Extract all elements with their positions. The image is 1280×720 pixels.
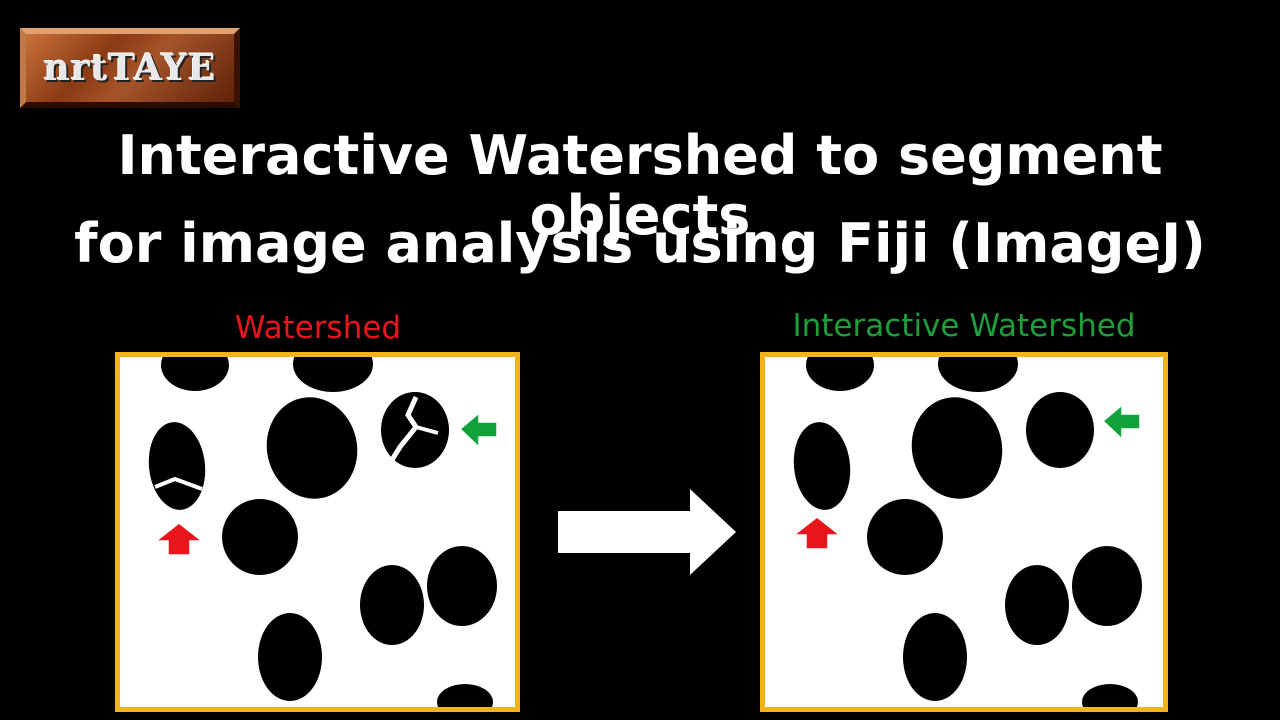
blob (793, 422, 851, 510)
interactive-watershed-blobs (791, 357, 1142, 707)
blob (1082, 684, 1138, 707)
arrow-left-icon (1101, 403, 1141, 441)
channel-logo: nrtTAYE (20, 28, 240, 108)
blob (427, 546, 497, 626)
blob (148, 422, 206, 510)
arrow-left-icon (458, 411, 498, 449)
blob (806, 357, 874, 391)
arrow-up-icon (153, 522, 205, 556)
arrow-up-icon (791, 516, 843, 550)
blob (867, 499, 943, 575)
arrow-right-icon (556, 487, 738, 581)
blob (360, 565, 424, 645)
interactive-watershed-result-image (760, 352, 1168, 712)
blob (938, 357, 1018, 392)
watershed-blobs (148, 357, 498, 707)
blob (258, 613, 322, 701)
watershed-result-image (115, 352, 520, 712)
page-title-line-2: for image analysis using Fiji (ImageJ) (74, 212, 1206, 275)
blob (903, 613, 967, 701)
watershed-label: Watershed (234, 310, 402, 346)
interactive-watershed-label: Interactive Watershed (792, 308, 1136, 344)
page-title-line-1: Interactive Watershed to segment objects (117, 124, 1163, 247)
blob (1026, 392, 1094, 468)
blob (222, 499, 298, 575)
blob (266, 397, 358, 499)
blob (911, 397, 1003, 499)
blob (161, 357, 229, 391)
blob (1072, 546, 1142, 626)
logo-text: nrtTAYE (43, 47, 217, 89)
watershed-split-line (154, 476, 203, 491)
blob (293, 357, 373, 392)
blob (437, 684, 493, 707)
blob (1005, 565, 1069, 645)
watershed-split-line (415, 425, 439, 435)
